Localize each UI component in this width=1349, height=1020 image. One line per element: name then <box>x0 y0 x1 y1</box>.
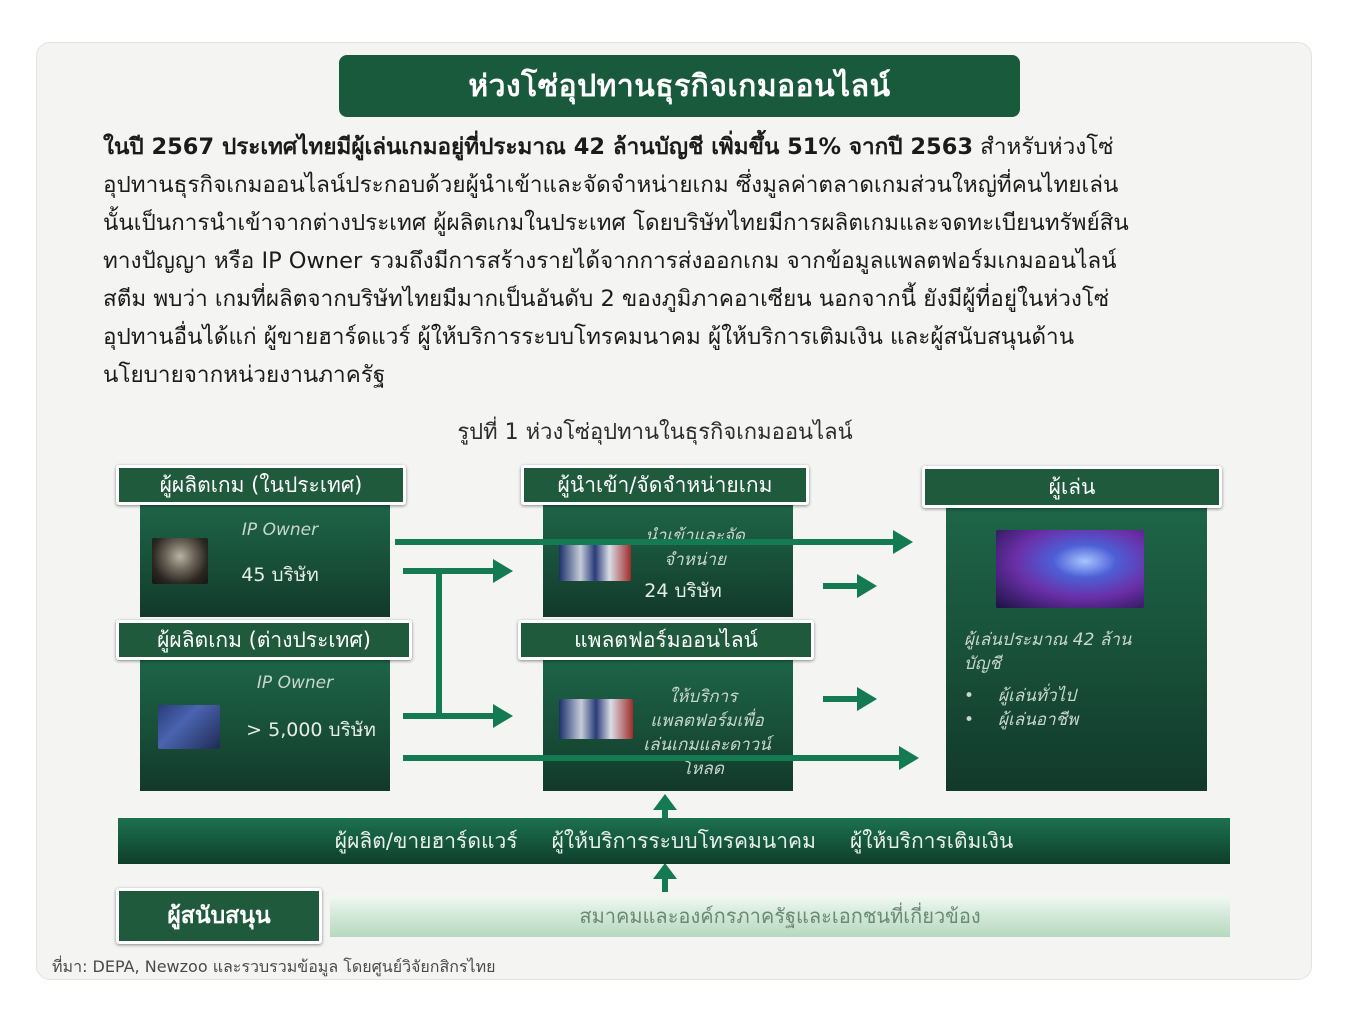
game-character-image <box>152 538 208 584</box>
players-bullet-list: ผู้เล่นทั่วไป ผู้เล่นอาชีพ <box>964 684 1078 732</box>
intro-line-6: อุปทานอื่นได้แก่ ผู้ขายฮาร์ดแวร์ ผู้ให้บ… <box>103 324 1075 350</box>
foreign-ip-owner-label: IP Owner <box>256 673 334 693</box>
arrow-head-right <box>857 687 877 711</box>
intro-line-4: ทางปัญญา หรือ IP Owner รวมถึงมีการสร้างร… <box>103 248 1117 274</box>
players-box: ผู้เล่นประมาณ 42 ล้าน บัญชี <box>946 500 1207 791</box>
arrow-foreign-to-platform <box>403 713 495 719</box>
platform-desc-line4: โหลด <box>682 759 724 779</box>
arrow-support-up-to-band <box>662 878 668 892</box>
intro-line-7: นโยบายจากหน่วยงานภาครัฐ <box>103 362 386 388</box>
arrow-head-up <box>653 863 677 879</box>
platform-desc-line2: แพลตฟอร์มเพื่อ <box>650 711 764 731</box>
arrow-head-up <box>653 794 677 810</box>
platform-desc-line1: ให้บริการ <box>668 687 738 707</box>
players-header: ผู้เล่น <box>922 466 1222 508</box>
platform-box: ให้บริการ แพลตฟอร์มเพื่อ เล่นเกมและดาวน์… <box>543 655 793 791</box>
foreign-count: > 5,000 บริษัท <box>246 719 376 741</box>
foreign-producer-box: IP Owner > 5,000 บริษัท <box>140 655 390 791</box>
domestic-producer-box: IP Owner 45 บริษัท <box>140 500 390 617</box>
distributor-header: ผู้นำเข้า/จัดจำหน่ายเกม <box>521 465 809 505</box>
flags-image <box>559 543 631 581</box>
band-item-telecom: ผู้ให้บริการระบบโทรคมนาคม <box>551 828 816 853</box>
band-item-topup: ผู้ให้บริการเติมเงิน <box>849 828 1014 853</box>
arrow-domestic-to-distributor <box>403 568 495 574</box>
page-title: ห่วงโซ่อุปทานธุรกิจเกมออนไลน์ <box>339 55 1020 117</box>
platform-desc-line3: เล่นเกมและดาวน์ <box>643 735 771 755</box>
distributor-box: นำเข้าและจัด จำหน่าย 24 บริษัท <box>543 500 793 617</box>
distributor-label-line2: จำหน่าย <box>664 550 726 570</box>
arrow-head-right <box>899 746 919 770</box>
players-bullet-item: ผู้เล่นทั่วไป <box>964 684 1078 708</box>
figure-title: รูปที่ 1 ห่วงโซ่อุปทานในธุรกิจเกมออนไลน์ <box>457 420 853 445</box>
band-item-hardware: ผู้ผลิต/ขายฮาร์ดแวร์ <box>334 828 518 853</box>
service-provider-band: ผู้ผลิต/ขายฮาร์ดแวร์ ผู้ให้บริการระบบโทร… <box>118 818 1230 864</box>
arrow-domestic-to-players <box>395 539 893 545</box>
arrow-head-right <box>893 530 913 554</box>
domestic-ip-owner-label: IP Owner <box>241 520 319 540</box>
players-desc-line2: บัญชี <box>964 654 1001 674</box>
intro-line-1: ในปี 2567 ประเทศไทยมีผู้เล่นเกมอยู่ที่ปร… <box>103 134 1114 160</box>
domestic-count: 45 บริษัท <box>241 564 319 586</box>
foreign-producer-header: ผู้ผลิตเกม (ต่างประเทศ) <box>116 620 412 660</box>
arrow-band-up-to-platform <box>662 809 668 821</box>
arrow-head-right <box>493 704 513 728</box>
flags-image <box>559 699 633 739</box>
players-desc-line1: ผู้เล่นประมาณ 42 ล้าน <box>964 630 1132 650</box>
intro-highlight: ในปี 2567 ประเทศไทยมีผู้เล่นเกมอยู่ที่ปร… <box>103 134 974 160</box>
arrow-distributor-to-players <box>823 583 858 589</box>
arrow-platform-to-players <box>823 696 858 702</box>
domestic-producer-header: ผู้ผลิตเกม (ในประเทศ) <box>116 465 406 505</box>
intro-paragraph: ในปี 2567 ประเทศไทยมีผู้เล่นเกมอยู่ที่ปร… <box>103 128 1283 394</box>
distributor-count: 24 บริษัท <box>644 580 722 602</box>
arrow-head-right <box>857 574 877 598</box>
platform-header: แพลตฟอร์มออนไลน์ <box>518 620 814 660</box>
support-header: ผู้สนับสนุน <box>116 888 322 944</box>
support-organizations-bar: สมาคมและองค์กรภาครัฐและเอกชนที่เกี่ยวข้อ… <box>330 895 1230 937</box>
intro-line-3: นั้นเป็นการนำเข้าจากต่างประเทศ ผู้ผลิตเก… <box>103 210 1129 236</box>
intro-line-2: อุปทานธุรกิจเกมออนไลน์ประกอบด้วยผู้นำเข้… <box>103 172 1119 198</box>
game-console-image <box>158 705 220 749</box>
arrow-head-right <box>493 559 513 583</box>
connector-vertical <box>436 571 442 719</box>
players-bullet-item: ผู้เล่นอาชีพ <box>964 708 1078 732</box>
intro-line-5: สตีม พบว่า เกมที่ผลิตจากบริษัทไทยมีมากเป… <box>103 286 1110 312</box>
source-note: ที่มา: DEPA, Newzoo และรวบรวมข้อมูล โดยศ… <box>52 957 496 976</box>
arrow-foreign-to-players <box>403 755 901 761</box>
esports-players-image <box>996 530 1144 608</box>
